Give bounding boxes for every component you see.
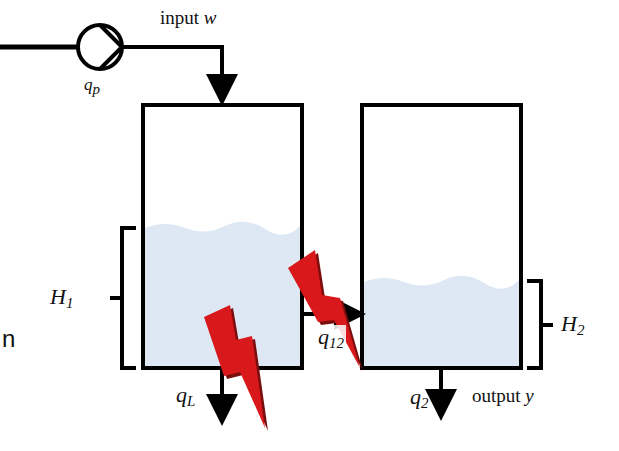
tank-2 [362,105,521,368]
inflow-arrow [122,47,222,90]
bracket-h2 [527,281,553,368]
variable-label: q2 [410,385,429,409]
variable-label: H2 [561,312,584,336]
fault-bolt [288,250,360,368]
variable-label: qL [176,383,195,407]
variable-label: H1 [50,285,73,309]
text-label: n [2,326,15,352]
fault-bolt [204,305,265,428]
text-label: output y [472,386,534,407]
text-label: input w [160,8,217,29]
inlet-pipe [0,45,78,50]
variable-label: qp [84,76,100,95]
variable-label: q12 [316,325,346,349]
outflow-arrow [439,368,443,405]
water-tank-2 [364,276,519,366]
pump-symbol [78,25,122,69]
bracket-h1 [110,228,136,368]
pump-triangle [100,25,122,69]
leak-arrow [220,368,224,410]
